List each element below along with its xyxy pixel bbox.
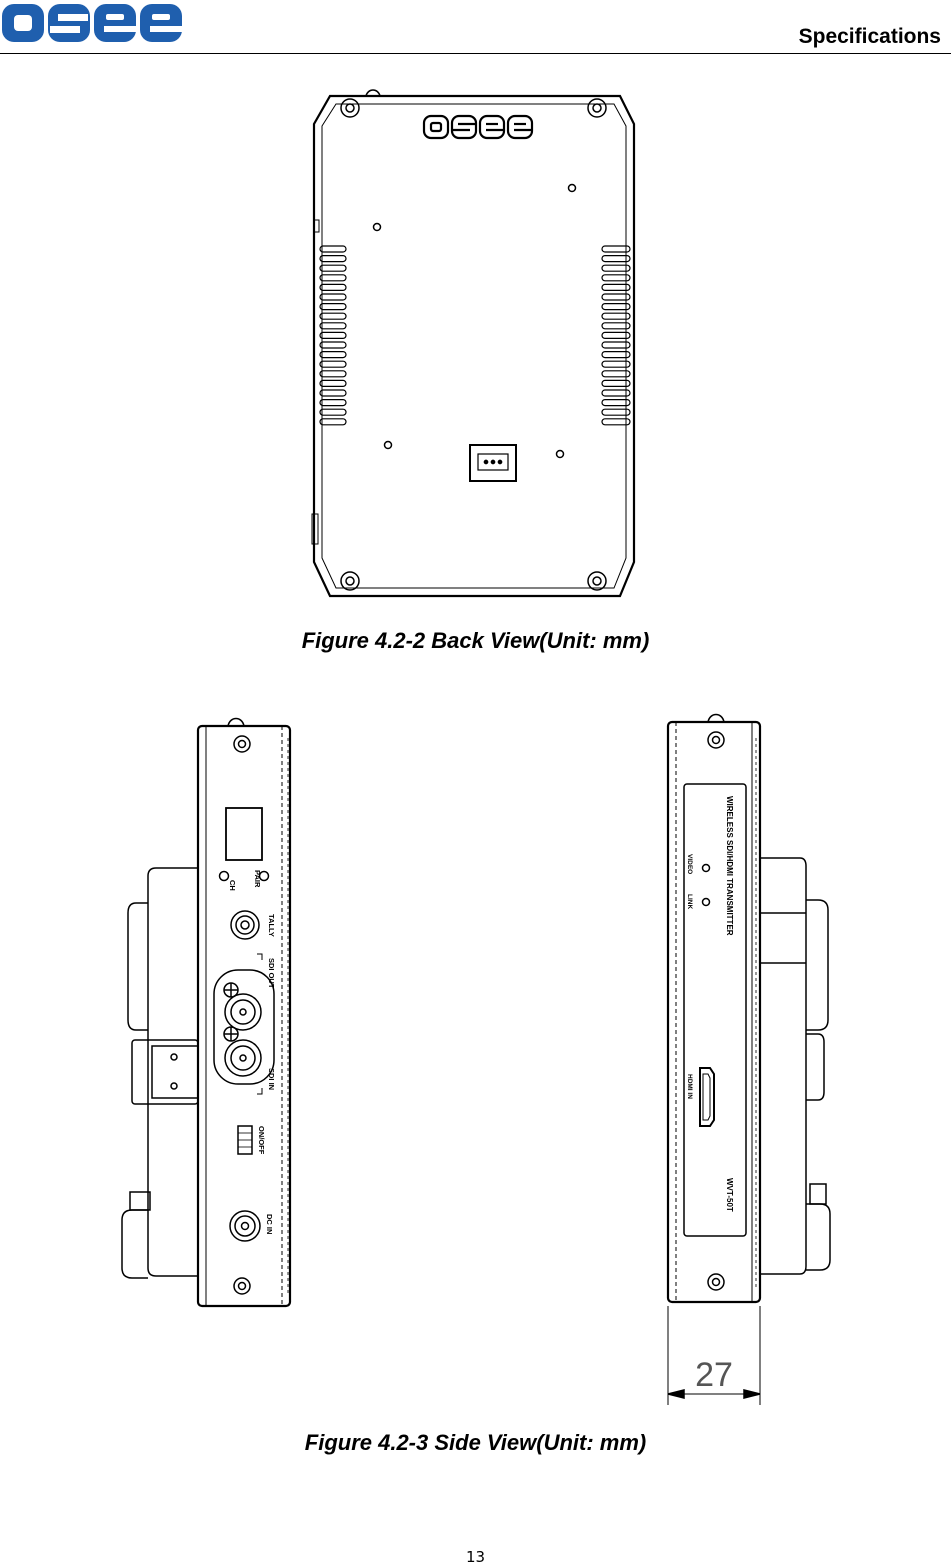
vent-fin [601, 303, 631, 311]
side-view-drawing: CH PAIR TALLY SDI OUT SDI IN ON/OFF DC I… [121, 713, 831, 1405]
label-dc-in: DC IN [265, 1214, 274, 1234]
vent-fin [601, 245, 631, 253]
figure-caption-back-view: Figure 4.2-2 Back View(Unit: mm) [301, 628, 650, 653]
header-divider [0, 53, 951, 54]
label-link: LINK [686, 894, 693, 909]
label-model: WVT-50T [725, 1178, 734, 1212]
label-sdi-out: SDI OUT [267, 958, 276, 989]
vent-fin [319, 283, 347, 291]
vent-fin [319, 255, 347, 263]
figure-caption-side-view: Figure 4.2-3 Side View(Unit: mm) [304, 1430, 647, 1455]
dimension-label: 27 [695, 1356, 733, 1394]
vent-fin [601, 351, 631, 359]
vent-fin [319, 322, 347, 330]
label-video: VIDEO [686, 854, 693, 874]
vent-fin [319, 399, 347, 407]
vent-fin [319, 293, 347, 301]
vent-fin [319, 312, 347, 320]
vent-fin [319, 379, 347, 387]
vent-fin [319, 370, 347, 378]
vent-fin [601, 274, 631, 282]
vent-fin [601, 360, 631, 368]
vent-fin [601, 399, 631, 407]
vent-fin [319, 245, 347, 253]
vent-fin [319, 303, 347, 311]
vent-fin [601, 370, 631, 378]
vent-fin [319, 264, 347, 272]
back-view-drawing [311, 89, 636, 598]
brand-logo [2, 4, 182, 42]
left-side-view: CH PAIR TALLY SDI OUT SDI IN ON/OFF DC I… [121, 717, 292, 1308]
label-ch: CH [228, 880, 237, 891]
vent-fin [601, 379, 631, 387]
label-tally: TALLY [267, 914, 276, 937]
label-on-off: ON/OFF [257, 1126, 266, 1155]
vent-fin [601, 408, 631, 416]
vent-fin [319, 418, 347, 426]
label-product-line: WIRELESS SDI/HDMI TRANSMITTER [725, 796, 734, 936]
vent-fin [601, 322, 631, 330]
vent-fin [601, 283, 631, 291]
vent-fin [319, 360, 347, 368]
vent-fin [601, 341, 631, 349]
vent-fin [319, 341, 347, 349]
vent-fin [601, 255, 631, 263]
vent-fin [601, 293, 631, 301]
vent-fin [319, 389, 347, 397]
vent-fin [601, 331, 631, 339]
vent-fin [601, 312, 631, 320]
vent-fin [319, 351, 347, 359]
label-sdi-in: SDI IN [267, 1068, 276, 1090]
vent-fin [601, 418, 631, 426]
vent-fin [319, 331, 347, 339]
vent-fin [601, 389, 631, 397]
vent-fin [319, 408, 347, 416]
label-hdmi-in: HDMI IN [686, 1074, 693, 1099]
vent-fin [319, 274, 347, 282]
embossed-logo [422, 114, 534, 140]
vent-fin [601, 264, 631, 272]
page-number: 13 [465, 1548, 486, 1566]
section-title: Specifications [798, 25, 941, 48]
right-side-view: WIRELESS SDI/HDMI TRANSMITTER VIDEO LINK… [666, 713, 831, 1405]
label-pair: PAIR [253, 870, 262, 888]
